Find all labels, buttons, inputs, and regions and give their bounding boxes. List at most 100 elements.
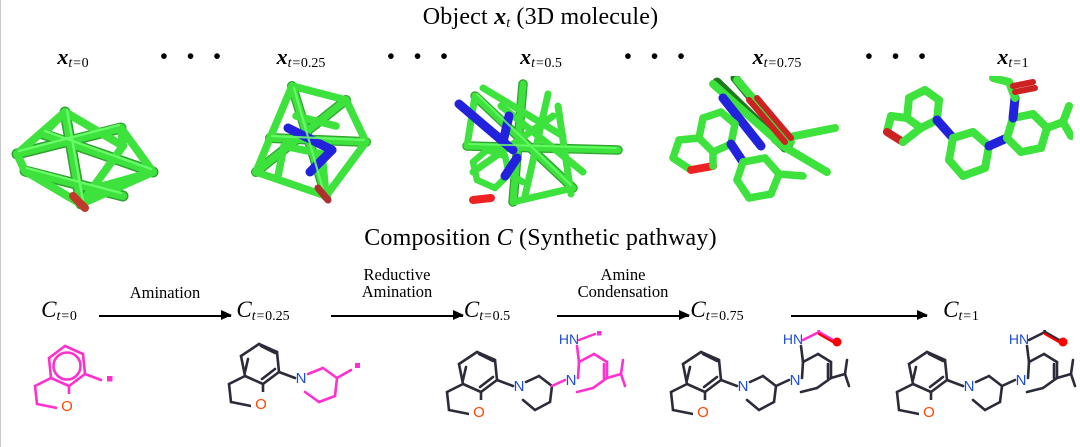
structure-2d-t05: O N N HN [419,330,629,446]
composition-sub-prefix: t= [56,309,70,325]
molecule-3d-t1 [873,76,1073,216]
composition-value: 0.75 [719,309,744,325]
oxygen-label: O [61,398,73,415]
composition-value: 0 [69,309,77,325]
amine-label: HN [559,331,579,347]
timestep-label-0: xt=0 [57,44,88,72]
timestep-value: 0.75 [776,56,802,72]
reaction-label-2: Amine Condensation [578,266,669,300]
attachment-point-marker [355,363,360,368]
molecule-3d-t075 [657,76,852,216]
molecule-3d-t05 [453,76,638,216]
structure-2d-t075: O N N HN [647,330,852,446]
ellipsis-separator-0: • • • [160,44,228,68]
composition-sub-prefix: t= [958,309,972,325]
reaction-arrow-0 [99,310,232,322]
reaction-label-line2: Condensation [577,282,669,302]
nitrogen-label: N [514,378,525,395]
object-title-suffix: (3D molecule) [510,4,659,30]
composition-node-4: Ct=1 [943,297,979,325]
composition-sub-prefix: t= [705,309,720,325]
reaction-arrow-2 [557,310,690,322]
ellipsis-separator-1: • • • [387,44,455,68]
attachment-point-marker [597,331,602,336]
reaction-label-line1: Reductive [363,265,431,284]
timestep-sub-prefix: t= [763,56,777,72]
reaction-arrow-1 [331,310,464,322]
nitrogen-label: N [790,372,801,389]
arrow-shaft [99,315,231,317]
timestep-label-4: xt=1 [997,44,1028,72]
ellipsis-separator-2: • • • [624,44,692,68]
composition-node-0: Ct=0 [41,297,77,325]
oxygen-label: O [697,404,709,421]
arrow-head [679,310,690,320]
composition-value: 1 [971,309,979,325]
composition-node-3: Ct=0.75 [690,297,743,325]
composition-variable: C [690,297,706,322]
timestep-value: 0.5 [544,56,562,72]
composition-value: 0.5 [492,309,511,325]
timestep-sub-prefix: t= [287,56,301,72]
molecule-3d-t0 [3,76,178,216]
object-title-prefix: Object [422,4,495,30]
ellipsis-separator-3: • • • [865,44,933,68]
amine-label: HN [1009,331,1029,347]
reaction-label-line1: Amination [129,283,201,302]
arrow-shaft [557,315,689,317]
reaction-label-0: Amination [130,284,201,301]
composition-variable: C [463,297,480,322]
nitrogen-label: N [738,378,749,395]
oxygen-label: O [923,404,935,421]
object-title-subscript: t [506,16,511,32]
arrow-head [221,310,232,320]
composition-node-2: Ct=0.5 [464,297,510,325]
nitrogen-label: N [566,372,577,389]
timestep-value: 1 [1021,56,1029,72]
reaction-label-line2: Amination [361,282,433,302]
structure-2d-t025: O N [211,330,381,446]
arrow-head [453,310,464,320]
structure-2d-t1: O N N HN [873,330,1078,446]
molecule-3d-t025 [226,76,391,216]
composition-sub-prefix: t= [479,309,493,325]
oxygen-label: O [255,396,267,413]
object-title-variable: x [494,4,507,30]
timestep-variable: x [520,44,532,69]
timestep-value: 0.25 [300,56,326,72]
timestep-label-3: xt=0.75 [753,44,802,72]
oxygen-label: O [473,404,485,421]
reaction-label-line1: Amine [600,265,646,284]
composition-node-1: Ct=0.25 [236,297,289,325]
object-row-title: Object xt (3D molecule) [1,4,1080,32]
composition-variable: C [41,297,57,322]
composition-value: 0.25 [265,309,290,325]
timestep-variable: x [752,44,764,69]
timestep-variable: x [57,44,69,69]
arrow-shaft [331,315,463,317]
timestep-label-2: xt=0.5 [520,44,562,72]
timestep-value: 0 [81,56,89,72]
composition-variable: C [943,297,959,322]
composition-title-prefix: Composition [364,225,497,251]
nitrogen-label: N [964,378,975,395]
composition-title-variable: C [496,225,513,251]
arrow-head [917,310,928,320]
composition-title-suffix: (Synthetic pathway) [512,225,717,251]
nitrogen-label: N [296,370,307,387]
nitrogen-label: N [1016,372,1027,389]
composition-sub-prefix: t= [251,309,266,325]
reaction-label-1: Reductive Amination [362,266,433,300]
amine-label: HN [783,331,803,347]
composition-variable: C [236,297,252,322]
timestep-sub-prefix: t= [68,56,82,72]
reaction-arrow-3 [791,310,928,322]
arrow-shaft [791,315,927,317]
carbonyl-oxygen-dot [1058,337,1068,347]
timestep-sub-prefix: t= [1008,56,1022,72]
timestep-variable: x [997,44,1009,69]
timestep-variable: x [276,44,288,69]
carbonyl-oxygen-dot [832,337,842,347]
attachment-point-marker [107,376,113,382]
